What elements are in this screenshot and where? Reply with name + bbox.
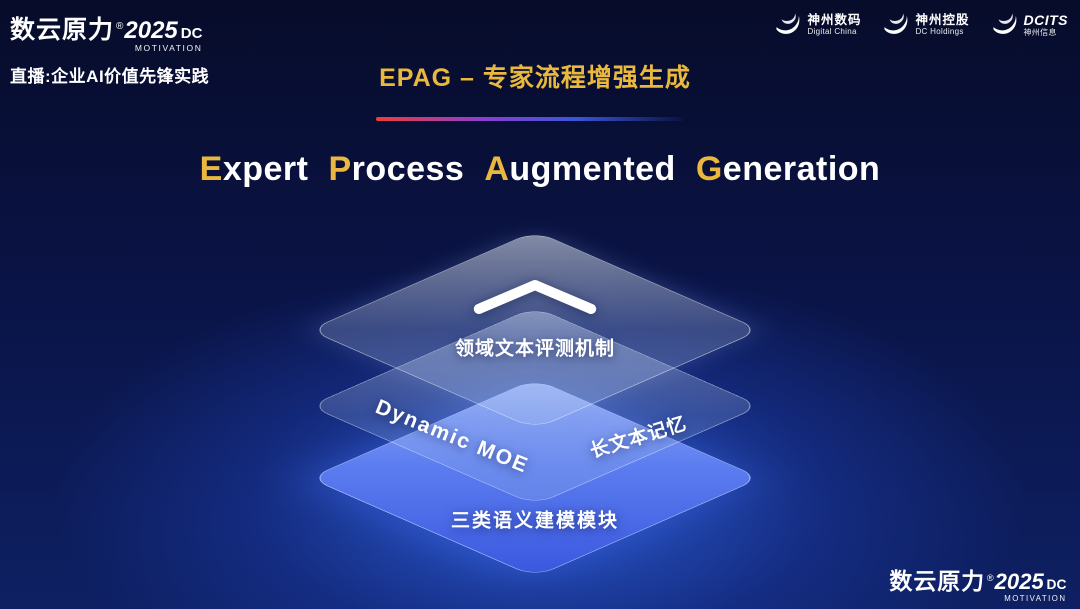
logo-text: 神州数码 Digital China	[807, 13, 861, 37]
logo-text: 神州控股 DC Holdings	[915, 13, 969, 37]
title-word: Expert	[199, 150, 309, 188]
title-word: Augmented	[484, 150, 676, 188]
swoosh-icon	[992, 13, 1016, 34]
logo-digital-china: 神州数码 Digital China	[775, 12, 861, 38]
brand-logo-row: 数云原力 ® 2025 DC	[10, 10, 202, 46]
title-word: Process	[328, 150, 465, 188]
logo-name: 神州控股	[915, 13, 970, 28]
logo-subtitle: DC Holdings	[915, 27, 964, 37]
logo-text: DCITS 神州信息	[1024, 12, 1069, 38]
logo-name: DCITS	[1023, 12, 1068, 29]
swoosh-icon	[776, 13, 800, 34]
logo-subtitle: Digital China	[807, 27, 857, 37]
swoosh-icon	[884, 13, 908, 34]
brand-dc: DC	[1046, 577, 1066, 593]
title-gradient-divider	[376, 117, 684, 121]
brand-logo-row: 数云原力 ® 2025 DC	[889, 563, 1066, 596]
partner-logos: 神州数码 Digital China 神州控股 DC Holdings DCIT…	[775, 12, 1068, 38]
brand-logo-top-left: 数云原力 ® 2025 DC MOTIVATION	[10, 10, 202, 53]
registered-mark: ®	[986, 573, 994, 584]
brand-motivation: MOTIVATION	[134, 43, 203, 53]
brand-year: 2025	[994, 569, 1044, 595]
brand-name: 数云原力	[888, 568, 985, 595]
live-subtitle: 直播:企业AI价值先锋实践	[10, 67, 210, 86]
brand-year: 2025	[124, 17, 178, 44]
brand-name: 数云原力	[10, 16, 115, 44]
main-title: Expert Process Augmented Generation	[0, 150, 1080, 189]
page-title: EPAG – 专家流程增强生成	[379, 64, 691, 92]
top-layer-label: 领域文本评测机制	[454, 338, 616, 360]
registered-mark: ®	[116, 21, 124, 32]
brand-logo-bottom-right: 数云原力 ® 2025 DC MOTIVATION	[889, 563, 1066, 603]
logo-subtitle: 神州信息	[1023, 28, 1057, 38]
logo-dcits: DCITS 神州信息	[992, 12, 1069, 38]
brand-motivation: MOTIVATION	[1003, 593, 1066, 603]
chevron-up-icon	[473, 279, 597, 315]
brand-dc: DC	[180, 25, 203, 42]
bottom-layer-label: 三类语义建模模块	[450, 510, 620, 532]
title-word: Generation	[695, 150, 881, 188]
logo-name: 神州数码	[807, 13, 862, 28]
logo-dc-holdings: 神州控股 DC Holdings	[883, 12, 969, 38]
